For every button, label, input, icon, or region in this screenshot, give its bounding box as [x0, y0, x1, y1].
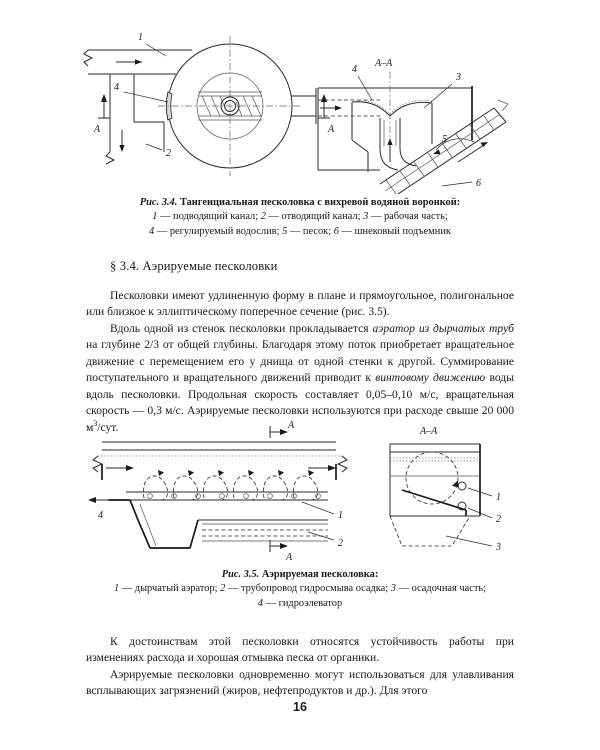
- figure-3-5-drawing: A A 1 2 4: [88, 420, 501, 560]
- paragraph-2-part-b: на глубине 2/3 от общей глубины. Благода…: [86, 338, 514, 385]
- section-label-a: A: [327, 124, 335, 135]
- superscript-cubic: 3: [93, 418, 98, 428]
- paragraph-4: Аэрируемые песколовки одновременно могут…: [86, 667, 514, 698]
- figure-3-4-caption-title: Рис. 3.4. Тангенциальная песколовка с ви…: [60, 196, 540, 210]
- figure-3-5-legend-line-2: 4 — гидроэлеватор: [257, 597, 343, 609]
- section-label-a: A: [285, 552, 293, 560]
- figure-3-4-drawing: A A 1 4 2: [83, 32, 509, 194]
- legend-text: трубопровод гидросмыва осадка: [240, 583, 386, 595]
- figure-3-4-section: 4 3 5 6 A–A: [317, 58, 509, 194]
- callout-6: 6: [476, 178, 481, 189]
- callout-4: 4: [98, 510, 103, 521]
- figure-3-4-number: Рис. 3.4.: [139, 197, 178, 208]
- legend-num: 2: [220, 583, 226, 595]
- callout-1: 1: [138, 32, 143, 43]
- callout-4-left: 4: [114, 82, 119, 93]
- paragraph-2: Вдоль одной из стенок песколовки проклад…: [86, 321, 514, 436]
- legend-num: 5: [282, 225, 288, 237]
- figure-3-5-section: 1 2 3 A–A: [389, 426, 501, 553]
- flow-arrowheads: [158, 470, 314, 476]
- emphasis-helical-motion: винтовому движению: [375, 371, 486, 385]
- callout-1: 1: [338, 510, 343, 521]
- figure-3-4-title-text: Тангенциальная песколовка с вихревой вод…: [179, 197, 461, 208]
- emphasis-aerator: аэратор из дырчатых труб: [372, 321, 514, 335]
- legend-num: 6: [333, 225, 339, 237]
- paragraph-3: К достоинствам этой песколовки относятся…: [86, 635, 514, 665]
- body-text-block-2: К достоинствам этой песколовки относятся…: [86, 634, 514, 700]
- legend-num: 4: [149, 225, 155, 237]
- figure-3-5-title-text: Аэрируемая песколовка:: [261, 569, 379, 580]
- legend-text: дырчатый аэратор: [134, 583, 215, 595]
- legend-text: гидроэлеватор: [278, 597, 343, 609]
- legend-num: 1: [152, 211, 158, 223]
- figure-3-5-legend-line-1: 1 — дырчатый аэратор; 2 — трубопровод ги…: [113, 583, 487, 595]
- callout-2: 2: [338, 538, 343, 549]
- section-mark-a-bottom: A: [269, 540, 293, 560]
- callout-2: 2: [496, 514, 501, 525]
- paragraph-1: Песколовки имеют удлиненную форму в план…: [86, 289, 514, 319]
- legend-text: песок: [302, 225, 329, 237]
- callout-1: 1: [496, 492, 501, 503]
- body-text-block-1: Песколовки имеют удлиненную форму в план…: [86, 288, 514, 436]
- figure-3-5: A A 1 2 4: [0, 420, 600, 560]
- section-label-a: A: [93, 124, 101, 135]
- section-label-aa: A–A: [374, 58, 393, 69]
- callout-4-right: 4: [352, 64, 357, 75]
- aerator-orifices: [147, 493, 321, 499]
- section-label-aa: A–A: [419, 426, 438, 437]
- figure-3-4-legend-line-1: 1 — подводящий канал; 2 — отводящий кана…: [152, 211, 448, 223]
- legend-text: регулируемый водослив: [169, 225, 277, 237]
- legend-text: шнековый подъемник: [354, 225, 451, 237]
- figure-3-4: A A 1 4 2: [0, 22, 600, 194]
- legend-num: 4: [257, 597, 263, 609]
- legend-num: 3: [363, 211, 369, 223]
- screw-conveyor: [379, 99, 509, 194]
- section-heading: § 3.4. Аэрируемые песколовки: [110, 259, 278, 273]
- legend-text: подводящий канал: [173, 211, 256, 223]
- legend-num: 2: [260, 211, 266, 223]
- section-mark-a-top: A: [269, 420, 295, 438]
- callout-2: 2: [166, 148, 171, 159]
- paragraph-2-part-a: Вдоль одной из стенок песколовки проклад…: [110, 321, 373, 335]
- section-label-a: A: [287, 420, 295, 431]
- section-mark-a-left: A: [93, 94, 110, 135]
- paragraph-2-part-c: воды вдоль песколовки. Продольная скорос…: [86, 371, 514, 434]
- figure-3-5-caption: Рис. 3.5. Аэрируемая песколовка: 1 — дыр…: [60, 568, 540, 611]
- figure-3-5-number: Рис. 3.5.: [221, 569, 260, 580]
- legend-num: 1: [113, 583, 120, 595]
- figure-3-4-legend-line-2: 4 — регулируемый водослив; 5 — песок; 6 …: [149, 225, 451, 237]
- callout-3: 3: [495, 542, 501, 553]
- callout-5: 5: [442, 134, 447, 145]
- helical-flow-pattern: [142, 475, 319, 501]
- callout-3: 3: [455, 72, 461, 83]
- figure-3-5-caption-title: Рис. 3.5. Аэрируемая песколовка:: [60, 568, 540, 582]
- legend-text: рабочая часть: [383, 211, 445, 223]
- page-number: 16: [293, 700, 307, 714]
- figure-3-4-caption: Рис. 3.4. Тангенциальная песколовка с ви…: [60, 196, 540, 239]
- legend-text: осадочная часть: [411, 583, 484, 595]
- paragraph-2-part-d: /сут.: [97, 420, 119, 434]
- legend-text: отводящий канал: [281, 211, 358, 223]
- legend-num: 3: [390, 583, 396, 595]
